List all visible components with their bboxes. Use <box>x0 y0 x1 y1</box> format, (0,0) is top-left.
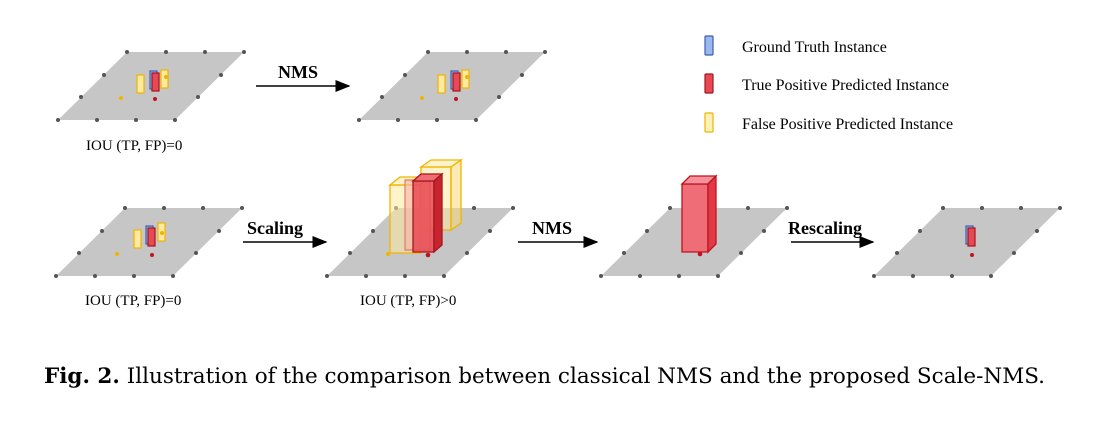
legend-item-true-positive: True Positive Predicted Instance <box>704 73 949 94</box>
yellow-box-icon <box>704 112 714 133</box>
arrow-label-rescaling: Rescaling <box>788 218 862 238</box>
iou-label-bottom-left: IOU (TP, FP)=0 <box>85 293 181 309</box>
legend-label-ground-truth: Ground Truth Instance <box>742 39 887 56</box>
iou-label-top-left: IOU (TP, FP)=0 <box>86 138 182 154</box>
grid-panel-top-1 <box>56 50 246 122</box>
grid-panel-bottom-rescaled <box>872 206 1062 278</box>
blue-box-icon <box>704 35 714 56</box>
grid-panel-bottom-after-nms <box>599 174 789 278</box>
caption-prefix: Fig. 2. <box>44 364 120 389</box>
red-box-icon <box>704 73 714 94</box>
legend-item-ground-truth: Ground Truth Instance <box>704 35 887 56</box>
arrow-label-nms-bottom: NMS <box>532 218 572 238</box>
arrow-label-nms-top: NMS <box>278 62 318 82</box>
legend-label-true-positive: True Positive Predicted Instance <box>742 77 949 94</box>
legend-label-false-positive: False Positive Predicted Instance <box>742 116 953 133</box>
iou-label-bottom-scaled: IOU (TP, FP)>0 <box>360 293 456 309</box>
figure-caption: Fig. 2. Illustration of the comparison b… <box>44 362 1064 392</box>
grid-panel-bottom-1 <box>54 206 244 278</box>
caption-text: Illustration of the comparison between c… <box>119 364 1045 389</box>
grid-panel-bottom-scaled <box>325 158 515 278</box>
figure-diagram: IOU (TP, FP)=0 NMS Ground Truth Instance… <box>54 35 1062 309</box>
legend-item-false-positive: False Positive Predicted Instance <box>704 112 953 133</box>
legend: Ground Truth Instance True Positive Pred… <box>704 35 953 133</box>
grid-panel-top-2 <box>357 50 547 122</box>
arrow-label-scaling: Scaling <box>247 218 303 238</box>
